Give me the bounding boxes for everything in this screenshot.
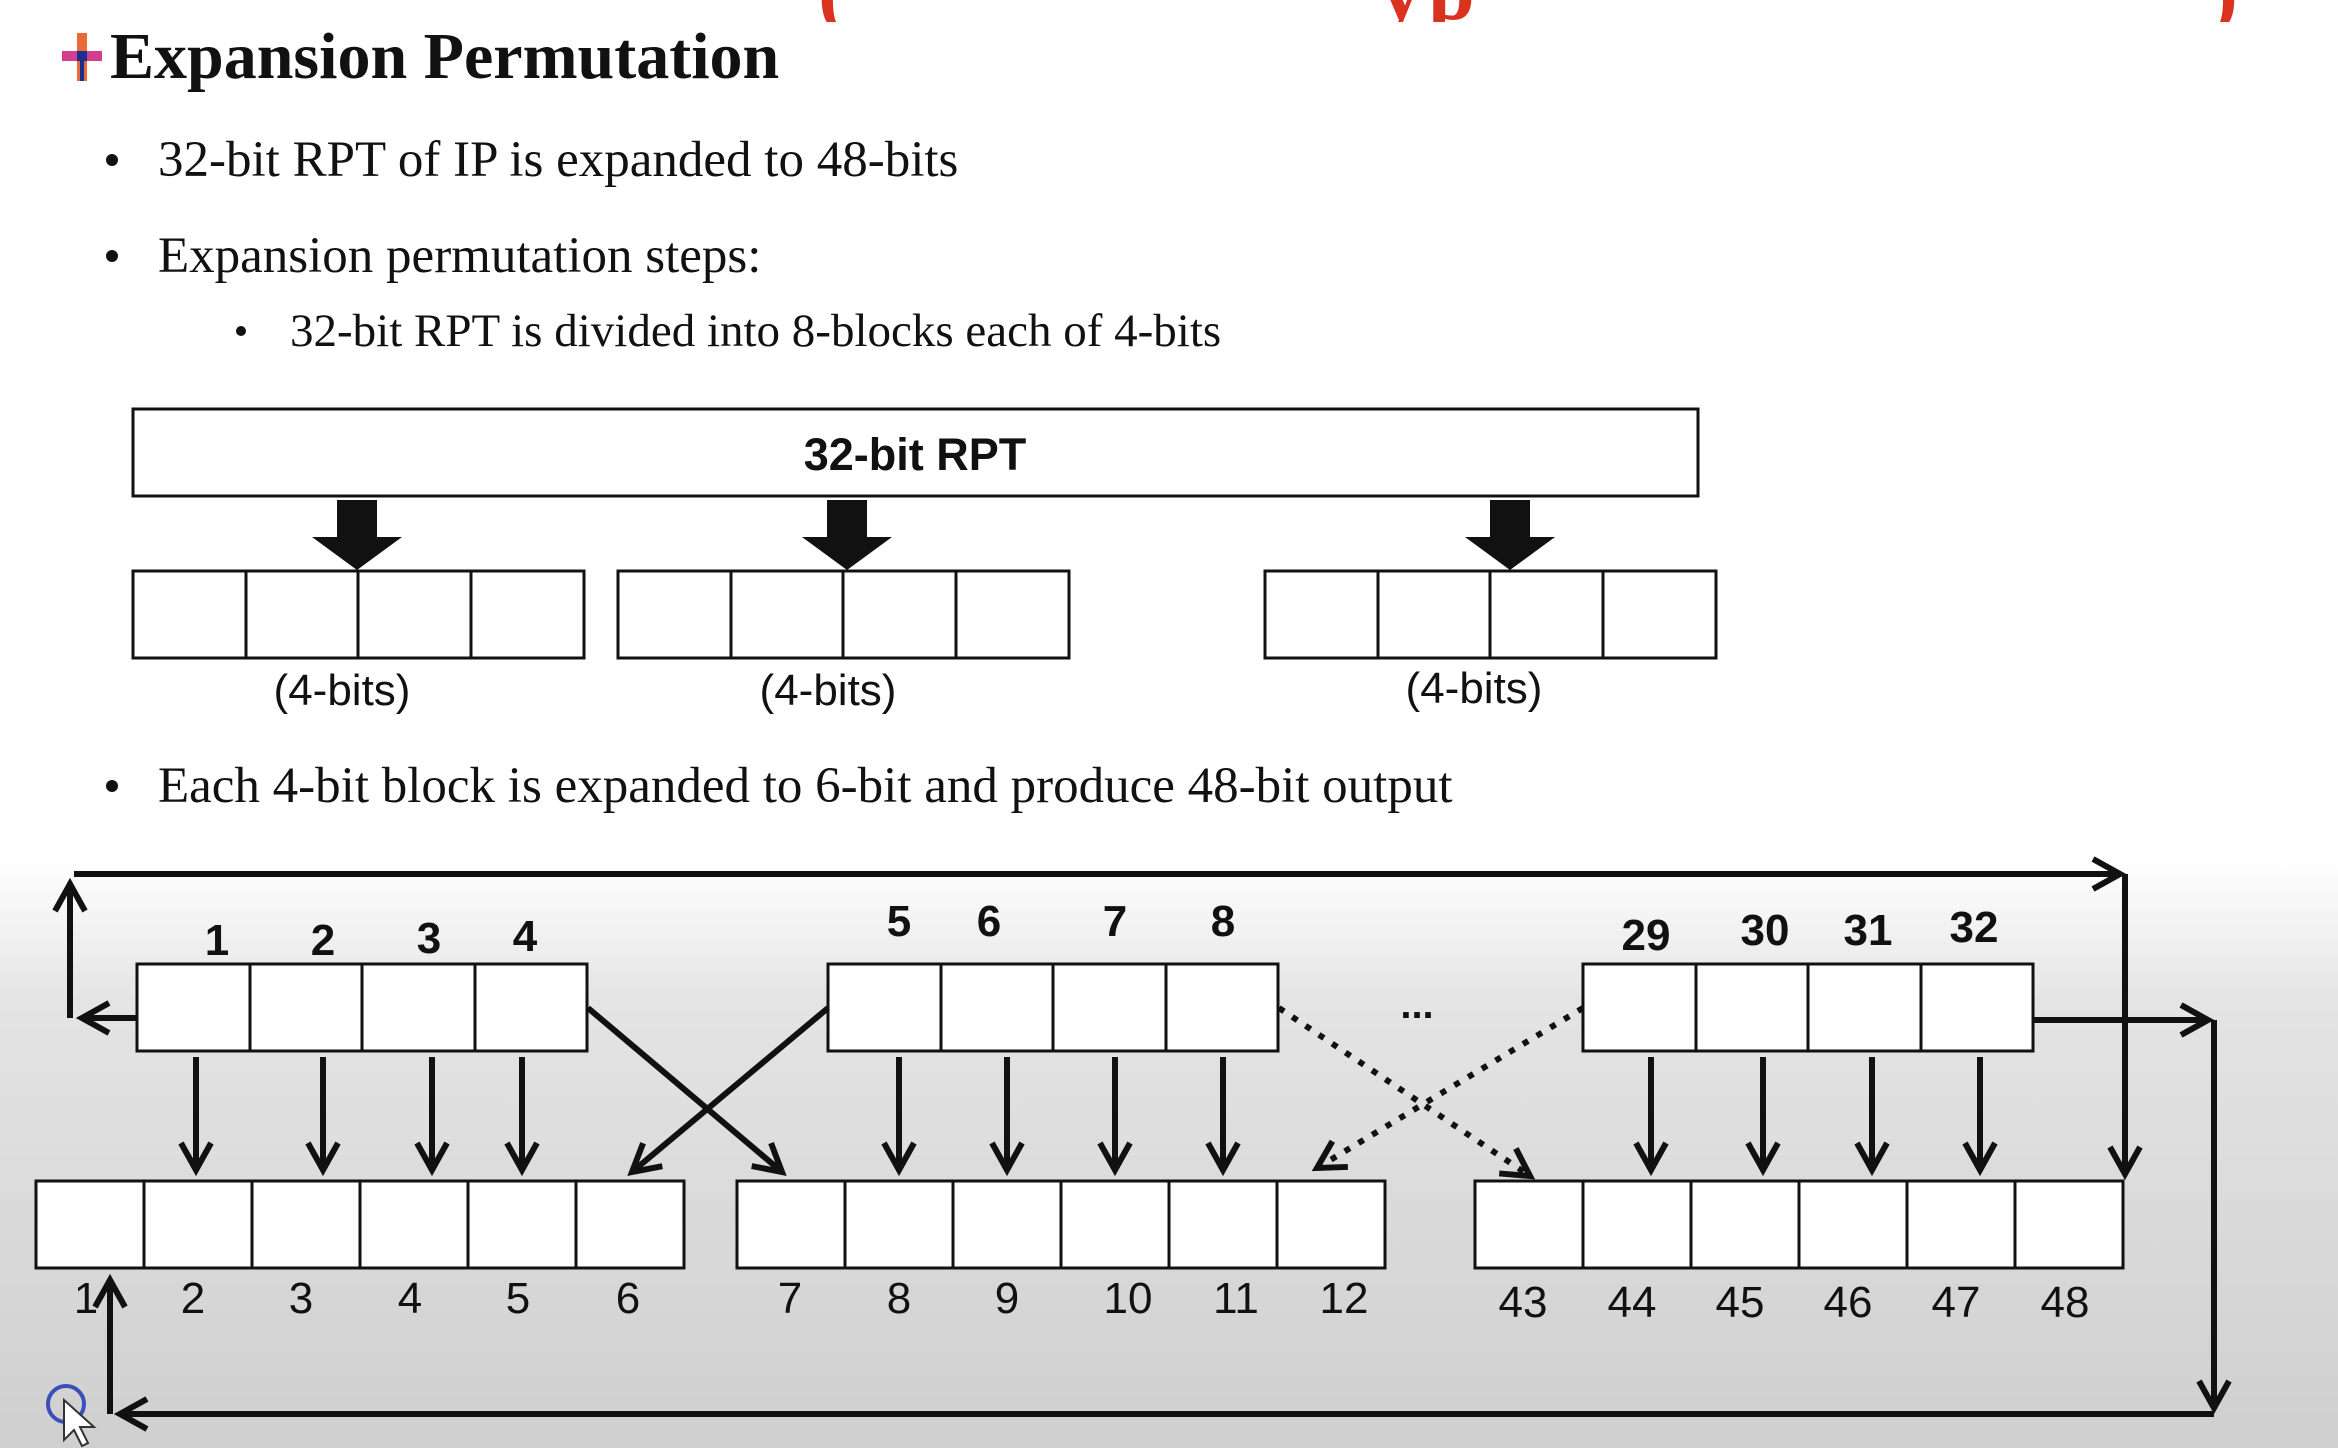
input-bit-number: 4 [513, 912, 538, 961]
sub-bullet-divided: 32-bit RPT is divided into 8-blocks each… [236, 301, 1221, 361]
division-arrows [312, 500, 1555, 570]
output-bit-number: 11 [1213, 1274, 1259, 1323]
four-bit-block [1263, 569, 1718, 660]
input-bit-number: 8 [1211, 897, 1235, 946]
output-block-8 [1473, 1179, 2125, 1270]
output-bit-number: 4 [398, 1274, 422, 1323]
input-block-1 [135, 962, 589, 1053]
output-block-1 [34, 1179, 686, 1270]
input-bit-number: 7 [1103, 897, 1127, 946]
bullet-dot [236, 326, 246, 336]
output-bit-number: 43 [1499, 1278, 1548, 1327]
output-bit-number: 12 [1320, 1274, 1369, 1323]
direct-bit-arrows [196, 1057, 1980, 1170]
input-bit-number: 3 [417, 914, 441, 963]
input-block-8 [1581, 962, 2035, 1053]
cross-arrows [586, 1005, 830, 1172]
input-bit-number: 32 [1950, 903, 1999, 952]
block-label: (4-bits) [1406, 664, 1543, 713]
rpt-label: 32-bit RPT [804, 429, 1027, 480]
bullet-text: Expansion permutation steps: [158, 228, 762, 284]
output-bit-number: 7 [778, 1274, 802, 1323]
output-bit-number: 5 [506, 1274, 530, 1323]
wrap-arrow-bottom [110, 1020, 2214, 1414]
input-bit-number: 2 [311, 916, 335, 965]
block-label: (4-bits) [760, 666, 897, 715]
output-bit-number: 9 [995, 1274, 1019, 1323]
cross-icon [62, 33, 102, 81]
input-block-2 [826, 962, 1280, 1053]
output-bit-number: 1 [74, 1274, 98, 1323]
bullet-dot [106, 250, 118, 262]
block-label: (4-bits) [274, 666, 411, 715]
four-bit-block [616, 569, 1071, 660]
dotted-cross-arrows [1277, 1005, 1585, 1176]
output-bit-number: 47 [1932, 1278, 1981, 1327]
slide-heading: Expansion Permutation [60, 22, 779, 92]
bullet-dot [106, 780, 118, 792]
bullet-rpt-expanded: 32-bit RPT of IP is expanded to 48-bits [106, 130, 958, 190]
input-bit-number: 31 [1844, 906, 1893, 955]
output-bit-number: 6 [616, 1274, 640, 1323]
wrap-arrow-top [70, 874, 2125, 1174]
input-bit-number: 29 [1622, 911, 1671, 960]
input-bit-number: 30 [1741, 906, 1790, 955]
bullet-dot [106, 154, 118, 166]
title-fragment: yp [1380, 0, 1481, 22]
input-bit-number: 5 [887, 897, 911, 946]
down-arrow-icon [1465, 500, 1555, 570]
down-arrow-icon [312, 500, 402, 570]
bullet-text: 32-bit RPT is divided into 8-blocks each… [290, 305, 1222, 357]
output-block-2 [735, 1179, 1387, 1270]
output-bit-number: 44 [1608, 1278, 1657, 1327]
output-bit-number: 8 [887, 1274, 911, 1323]
output-bit-number: 10 [1104, 1274, 1153, 1323]
output-bit-number: 45 [1716, 1278, 1765, 1327]
title-left-paren: ( [818, 0, 846, 22]
bullet-text: 32-bit RPT of IP is expanded to 48-bits [158, 132, 959, 188]
down-arrow-icon [802, 500, 892, 570]
output-bit-number: 48 [2041, 1278, 2090, 1327]
partial-slide-title: ( yp ) [0, 0, 2338, 22]
bullet-text: Each 4-bit block is expanded to 6-bit an… [158, 758, 1453, 814]
mouse-pointer-icon [46, 1384, 97, 1448]
four-bit-block [131, 569, 586, 660]
input-bit-number: 6 [977, 897, 1001, 946]
output-bit-number: 2 [181, 1274, 205, 1323]
bullet-expansion-steps: Expansion permutation steps: [106, 226, 761, 286]
output-bit-number: 46 [1824, 1278, 1873, 1327]
heading-text: Expansion Permutation [110, 20, 780, 93]
input-bit-number: 1 [205, 916, 229, 965]
bullet-expanded-output: Each 4-bit block is expanded to 6-bit an… [106, 756, 1453, 816]
rpt-bar [131, 407, 1700, 498]
title-right-paren: ) [2210, 0, 2238, 22]
ellipsis: ... [1400, 983, 1433, 1027]
output-bit-number: 3 [289, 1274, 313, 1323]
